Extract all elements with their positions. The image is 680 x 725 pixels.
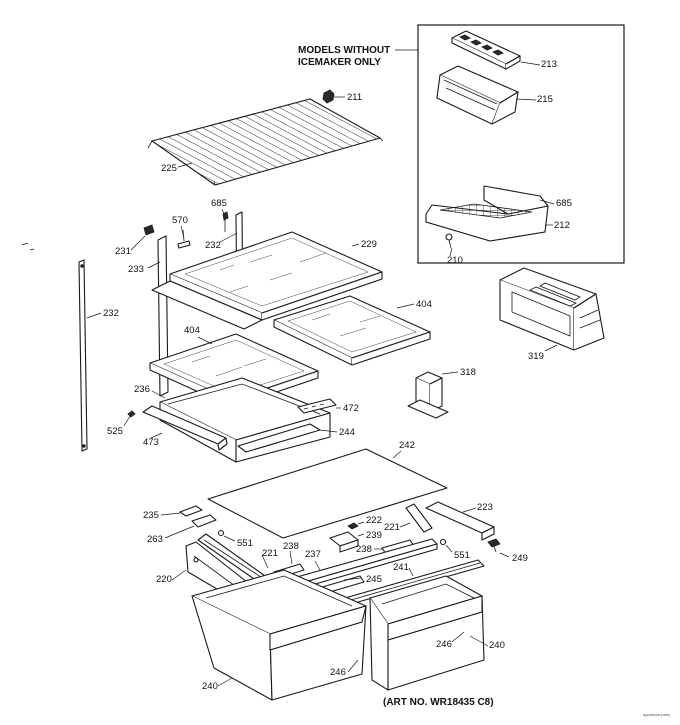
label-232-left: 232 <box>103 308 119 319</box>
label-215: 215 <box>537 94 553 105</box>
label-240-left: 240 <box>202 681 218 692</box>
label-245: 245 <box>366 574 382 585</box>
part-240-crisper-left <box>191 569 367 701</box>
label-235: 235 <box>143 510 159 521</box>
label-525: 525 <box>107 426 123 437</box>
part-213-ice-tray <box>451 30 521 70</box>
label-319: 319 <box>528 351 544 362</box>
label-240-right: 240 <box>489 640 505 651</box>
label-246-right: 246 <box>436 639 452 650</box>
label-241: 241 <box>393 562 409 573</box>
label-246-left: 246 <box>330 667 346 678</box>
part-570-screw <box>177 229 191 249</box>
part-263-support <box>191 514 217 528</box>
part-215-ice-bin <box>436 65 519 125</box>
part-318-bracket <box>407 371 449 419</box>
label-229: 229 <box>361 239 377 250</box>
label-404-right: 404 <box>416 299 432 310</box>
label-244: 244 <box>339 427 355 438</box>
label-551-right: 551 <box>454 550 470 561</box>
label-211: 211 <box>347 92 363 103</box>
label-263: 263 <box>147 534 163 545</box>
label-213: 213 <box>541 59 557 70</box>
inset-title: MODELS WITHOUT ICEMAKER ONLY <box>298 45 390 68</box>
label-685: 685 <box>211 198 227 209</box>
label-221-left: 221 <box>262 548 278 559</box>
label-212: 212 <box>554 220 570 231</box>
part-242-cover-glass <box>207 448 448 539</box>
part-235-support <box>179 505 203 517</box>
label-551-left: 551 <box>237 538 253 549</box>
inset-title-line2: ICEMAKER ONLY <box>298 56 381 68</box>
part-685-screw <box>222 211 229 232</box>
label-570: 570 <box>172 215 188 226</box>
part-404-glass-shelf-right <box>273 295 431 366</box>
part-319-ice-bucket <box>499 267 605 351</box>
label-318: 318 <box>460 367 476 378</box>
part-211-clip <box>322 89 335 104</box>
art-number: (ART NO. WR18435 C8) <box>383 697 494 708</box>
inset-title-line1: MODELS WITHOUT <box>298 45 391 56</box>
label-238-left: 238 <box>283 541 299 552</box>
label-222: 222 <box>366 515 382 526</box>
part-223-track <box>425 501 495 541</box>
label-225: 225 <box>161 163 177 174</box>
part-551-screw-left <box>217 529 225 537</box>
label-223: 223 <box>477 502 493 513</box>
label-249: 249 <box>512 553 528 564</box>
label-220: 220 <box>156 574 172 585</box>
part-249-clip <box>487 538 501 553</box>
part-222-clip <box>347 522 359 530</box>
label-685-inset: 685 <box>556 198 572 209</box>
part-229-glass-shelf <box>151 231 383 330</box>
part-239-center-bracket <box>329 531 359 553</box>
part-240-crisper-right <box>369 575 485 691</box>
part-525-screw <box>127 410 136 418</box>
label-233: 233 <box>128 264 144 275</box>
part-473-track <box>142 405 228 451</box>
label-404-left: 404 <box>184 325 200 336</box>
label-473: 473 <box>143 437 159 448</box>
part-472-track <box>297 398 337 414</box>
part-232-long-rail <box>78 259 88 452</box>
part-231-clip <box>143 224 155 236</box>
label-231: 231 <box>115 246 131 257</box>
inset-frame <box>417 24 625 264</box>
label-236: 236 <box>134 384 150 395</box>
part-210-screw <box>445 233 453 249</box>
part-225-wire-shelf <box>147 98 384 186</box>
part-221-rail-right <box>405 503 433 533</box>
part-551-screw-right <box>439 538 447 546</box>
label-238-right: 238 <box>356 544 372 555</box>
label-221-right: 221 <box>384 522 400 533</box>
label-239: 239 <box>366 530 382 541</box>
label-237: 237 <box>305 549 321 560</box>
footer-mark: appliance.parts <box>643 712 671 717</box>
label-472: 472 <box>343 403 359 414</box>
part-212-ice-shelf <box>425 185 549 242</box>
label-210: 210 <box>447 255 463 266</box>
label-232-upper: 232 <box>205 240 221 251</box>
label-242: 242 <box>399 440 415 451</box>
